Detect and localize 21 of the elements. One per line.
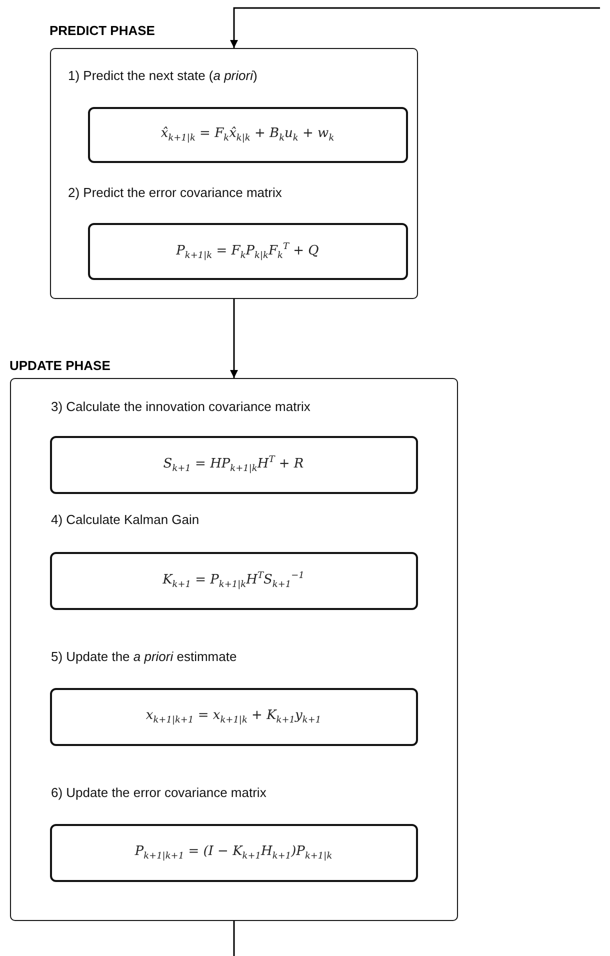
formula: x$_{k+1|k+1}$ = x$_{k+1|k}$ + K$_{k+1}$y$_{k+1}$: [146, 708, 322, 726]
formula-box: [88, 106, 408, 162]
formula-box: [50, 824, 418, 882]
formula-box: [88, 222, 408, 280]
formula-box: [50, 436, 418, 494]
formula: P$_{k+1|k+1}$ = (I − K$_{k+1}$H$_{k+1}$)P$_{k+1|k}$: [134, 844, 332, 862]
formula: P$_{k+1|k}$ = F$_{k}$P$_{k|k}$F$_{k}$$^{T}$ + Q: [176, 242, 319, 260]
step-label: 1) Predict the next state (a priori): [68, 68, 258, 83]
formula: x̂$_{k+1|k}$ = F$_{k}$x̂$_{k|k}$ + B$_{k}$u$_{k}$ + w$_{k}$: [160, 126, 334, 144]
connector-arrow: [230, 299, 238, 378]
step-label: 2) Predict the error covariance matrix: [68, 185, 282, 200]
phase-heading: PREDICT PHASE: [50, 23, 155, 38]
step-label: 5) Update the a priori estimmate: [51, 649, 237, 664]
phase-heading: UPDATE PHASE: [10, 358, 110, 373]
step-label: 6) Update the error covariance matrix: [51, 785, 266, 800]
connector-arrow: [230, 7, 600, 48]
formula-box: [50, 688, 418, 746]
formula-box: [50, 552, 418, 610]
formula: S$_{k+1}$ = HP$_{k+1|k}$H$^{T}$ + R: [163, 455, 304, 474]
step-label: 3) Calculate the innovation covariance matrix: [51, 399, 310, 414]
step-label: 4) Calculate Kalman Gain: [51, 512, 200, 527]
